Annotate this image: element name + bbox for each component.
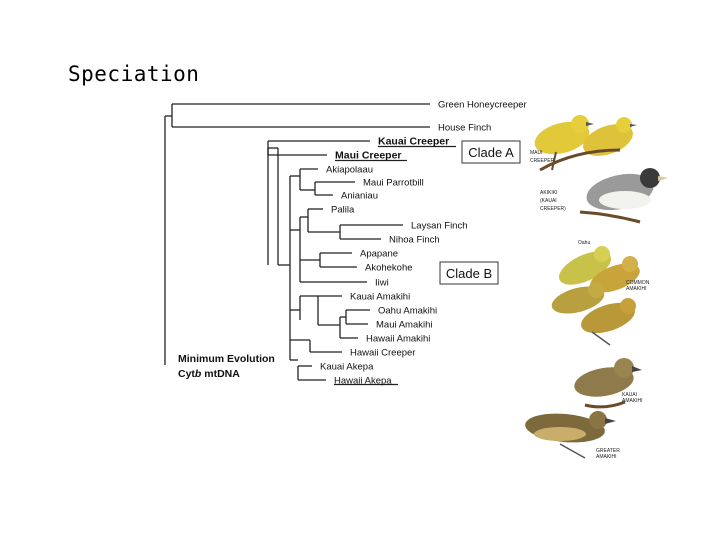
- taxon-label: Hawaii Akepa: [334, 376, 392, 387]
- taxon-label: Maui Amakihi: [376, 320, 433, 331]
- svg-text:(KAUAI: (KAUAI: [540, 198, 557, 204]
- taxon-label: Hawaii Amakihi: [366, 334, 430, 345]
- taxon-label: Kauai Amakihi: [350, 292, 410, 303]
- kauai-amakihi-illustration: KAUAI AMAKIHI: [574, 358, 643, 409]
- svg-text:COMMON: COMMON: [626, 280, 650, 286]
- taxon-label: Anianiau: [341, 191, 378, 202]
- svg-text:CREEPER): CREEPER): [540, 206, 566, 212]
- svg-text:GREATER: GREATER: [596, 448, 620, 454]
- clade-a-box: Clade A: [461, 140, 521, 164]
- taxon-label: Akiapolaau: [326, 165, 373, 176]
- svg-text:Oahu: Oahu: [578, 240, 590, 246]
- method-label-line2: Cytb mtDNA: [178, 368, 240, 380]
- method-label-line1: Minimum Evolution: [178, 353, 275, 365]
- clade-b-label: Clade B: [446, 266, 492, 281]
- taxon-label: Maui Parrotbill: [363, 178, 424, 189]
- taxon-label: Kauai Akepa: [320, 362, 374, 373]
- maui-creeper-illustration: MAUI CREEPER: [530, 115, 637, 172]
- taxon-label: Green Honeycreeper: [438, 100, 527, 111]
- svg-text:AMAKIHI: AMAKIHI: [622, 398, 643, 404]
- amakihi-illustrations: Oahu COMMON AMAKIHI: [551, 240, 650, 346]
- taxon-label: Hawaii Creeper: [350, 348, 415, 359]
- taxon-label: Laysan Finch: [411, 221, 468, 232]
- clade-a-label: Clade A: [468, 145, 514, 160]
- bird-illustrations: MAUI CREEPER AKIKIKI (KAUAI CREEPER): [525, 115, 668, 460]
- svg-text:AKIKIKI: AKIKIKI: [540, 190, 558, 196]
- taxon-label: Oahu Amakihi: [378, 306, 437, 317]
- taxon-label: Akohekohe: [365, 263, 413, 274]
- taxon-label: Apapane: [360, 249, 398, 260]
- taxon-label: Maui Creeper: [335, 150, 402, 162]
- akikiki-illustration: AKIKIKI (KAUAI CREEPER): [540, 168, 668, 224]
- svg-text:AMAKIHI: AMAKIHI: [626, 286, 647, 292]
- svg-text:KAUAI: KAUAI: [622, 392, 637, 398]
- phylogenetic-tree: [164, 103, 456, 386]
- svg-text:CREEPER: CREEPER: [530, 158, 555, 164]
- taxon-label: House Finch: [438, 123, 491, 134]
- svg-text:AMAKIHI: AMAKIHI: [596, 454, 617, 460]
- slide-title: Speciation: [68, 62, 200, 86]
- greater-amakihi-illustration: GREATER AMAKIHI: [525, 411, 620, 460]
- taxon-label: Kauai Creeper: [378, 136, 449, 148]
- taxon-label: Palila: [331, 205, 355, 216]
- svg-text:MAUI: MAUI: [530, 150, 543, 156]
- taxon-label: Iiwi: [375, 278, 389, 289]
- clade-b-box: Clade B: [439, 261, 499, 285]
- taxon-label: Nihoa Finch: [389, 235, 440, 246]
